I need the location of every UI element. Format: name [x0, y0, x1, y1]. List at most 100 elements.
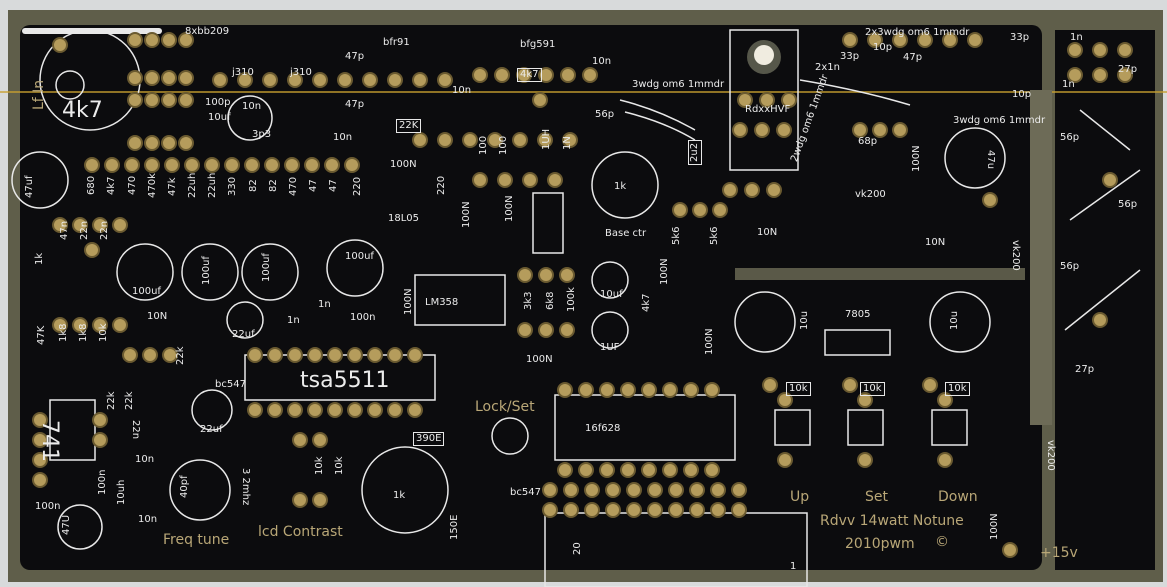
silkscreen-label: 150E	[449, 514, 460, 540]
solder-pad	[672, 202, 688, 218]
solder-pad	[312, 72, 328, 88]
solder-pad	[472, 67, 488, 83]
solder-pad	[127, 32, 143, 48]
solder-pad	[307, 347, 323, 363]
solder-pad	[582, 67, 598, 83]
silkscreen-label: 220	[436, 175, 447, 195]
solder-pad	[287, 347, 303, 363]
solder-pad	[917, 32, 933, 48]
chip-label-tsa5511: tsa5511	[300, 368, 390, 393]
silkscreen-label: 56p	[1060, 132, 1080, 143]
solder-pad	[262, 72, 278, 88]
silkscreen-label: 10p	[873, 42, 893, 53]
silkscreen-label: 33p	[1010, 32, 1030, 43]
silkscreen-label: 100uf	[201, 256, 212, 285]
solder-pad	[662, 462, 678, 478]
solder-pad	[704, 382, 720, 398]
solder-pad	[1067, 42, 1083, 58]
solder-pad	[204, 157, 220, 173]
solder-pad	[668, 502, 684, 518]
solder-pad	[532, 92, 548, 108]
solder-pad	[759, 92, 775, 108]
solder-pad	[1092, 42, 1108, 58]
solder-pad	[512, 132, 528, 148]
silkscreen-label: 3 2mhz	[240, 468, 251, 506]
solder-pad	[842, 32, 858, 48]
silkscreen-label: 100uf	[345, 251, 374, 262]
solder-pad	[692, 202, 708, 218]
silkscreen-label: 2x1n	[815, 62, 840, 73]
solder-pad	[104, 157, 120, 173]
solder-pad	[557, 462, 573, 478]
solder-pad	[52, 37, 68, 53]
solder-pad	[122, 347, 138, 363]
solder-pad	[559, 322, 575, 338]
silkscreen-label: 3wdg om6 1mmdr	[953, 115, 1046, 126]
solder-pad	[161, 92, 177, 108]
silkscreen-label: lcd Contrast	[258, 524, 343, 540]
solder-pad	[284, 157, 300, 173]
silkscreen-label: 100N	[403, 288, 414, 315]
solder-pad	[766, 182, 782, 198]
solder-pad	[1117, 42, 1133, 58]
silkscreen-label: 22k	[124, 391, 135, 410]
silkscreen-label: 3p3	[252, 129, 272, 140]
solder-pad	[112, 217, 128, 233]
silkscreen-label: 1n	[318, 299, 331, 310]
silkscreen-label: 6k8	[545, 291, 556, 310]
silkscreen-label: 56p	[595, 109, 615, 120]
solder-pad	[92, 217, 108, 233]
silkscreen-label: 56p	[1118, 199, 1138, 210]
solder-pad	[563, 502, 579, 518]
solder-pad	[84, 242, 100, 258]
silkscreen-label: 1k8	[58, 323, 69, 342]
silkscreen-label: 10N	[757, 227, 778, 238]
silkscreen-label: 27p	[1118, 64, 1138, 75]
silkscreen-label: 22uf	[200, 424, 223, 435]
silkscreen-label: 3k3	[523, 291, 534, 310]
silkscreen-label: 68p	[858, 136, 878, 147]
solder-pad	[662, 382, 678, 398]
solder-pad	[777, 392, 793, 408]
silkscreen-label: 22uh	[187, 172, 198, 198]
silkscreen-label: RdxxHVF	[745, 104, 791, 115]
silkscreen-label: 22k	[106, 391, 117, 410]
solder-pad	[178, 135, 194, 151]
silkscreen-label: 470	[127, 175, 138, 195]
silkscreen-label: vk200	[1045, 440, 1056, 471]
silkscreen-label: 470k	[147, 173, 158, 198]
solder-pad	[367, 347, 383, 363]
solder-pad	[1092, 67, 1108, 83]
silkscreen-label: 10n	[452, 85, 472, 96]
silkscreen-label: 680	[86, 175, 97, 195]
solder-pad	[327, 402, 343, 418]
silkscreen-label: 10uh	[116, 479, 127, 505]
solder-pad	[744, 182, 760, 198]
board-title: Rdvv 14watt Notune	[820, 513, 964, 529]
solder-pad	[287, 72, 303, 88]
solder-pad	[599, 462, 615, 478]
solder-pad	[683, 462, 699, 478]
silkscreen-label: ©	[935, 534, 949, 550]
solder-pad	[776, 122, 792, 138]
solder-pad	[857, 392, 873, 408]
solder-pad	[244, 157, 260, 173]
silkscreen-label: 10n	[135, 454, 155, 465]
solder-pad	[599, 382, 615, 398]
silkscreen-label: 1N	[562, 136, 573, 150]
solder-pad	[732, 122, 748, 138]
solder-pad	[922, 377, 938, 393]
solder-pad	[437, 72, 453, 88]
solder-pad	[722, 182, 738, 198]
solder-pad	[712, 202, 728, 218]
silkscreen-label: 330	[227, 176, 238, 196]
solder-pad	[92, 412, 108, 428]
solder-pad	[777, 452, 793, 468]
solder-pad	[247, 347, 263, 363]
solder-pad	[178, 70, 194, 86]
silkscreen-label: 47n	[59, 220, 70, 240]
silkscreen-label: 100	[478, 135, 489, 155]
solder-pad	[647, 502, 663, 518]
solder-pad	[178, 32, 194, 48]
silkscreen-label: Lock/Set	[475, 399, 535, 415]
